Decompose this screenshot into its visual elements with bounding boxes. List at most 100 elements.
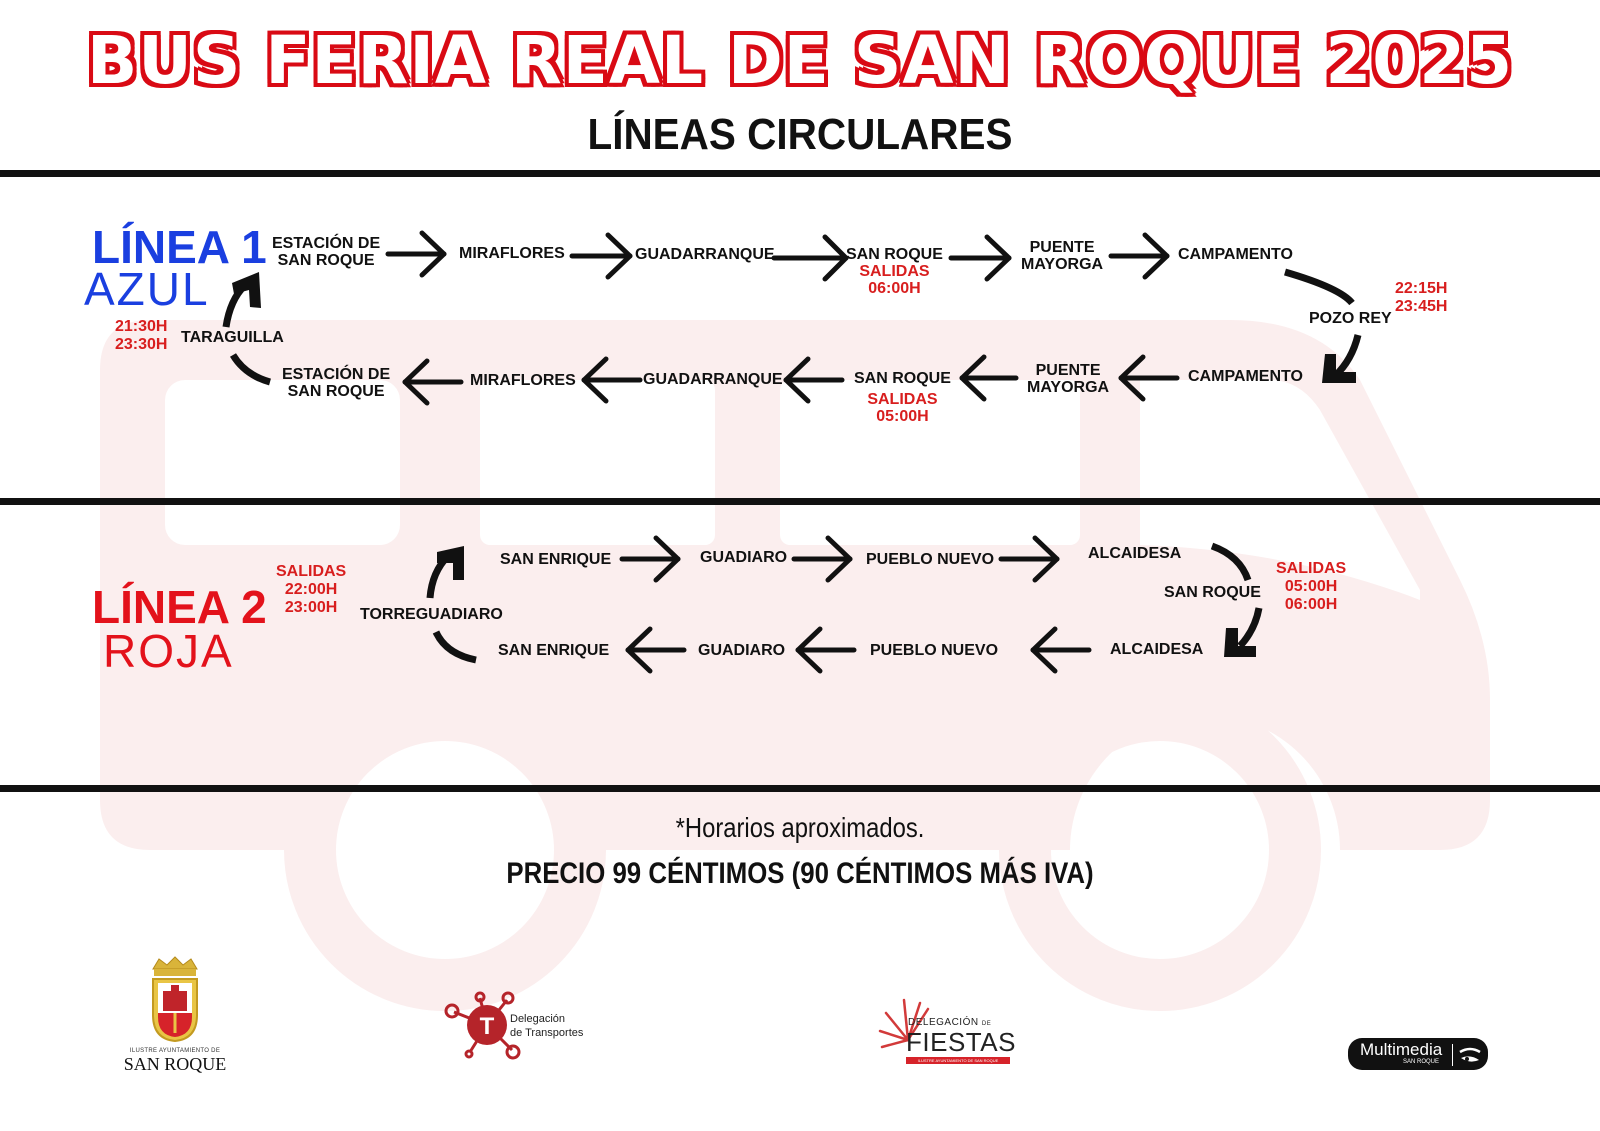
stop-name-line: ESTACIÓN DE bbox=[282, 366, 391, 383]
line2-stop-alcaidesa-out: ALCAIDESA bbox=[1088, 545, 1182, 562]
poster-title: BUS FERIA REAL DE SAN ROQUE 2025 bbox=[85, 21, 1514, 101]
line1-stop-sanroque-in: SAN ROQUE SALIDAS 05:00H bbox=[854, 370, 951, 425]
approx-times-note: *Horarios aproximados. bbox=[675, 812, 925, 843]
line1-stop-campamento-out: CAMPAMENTO bbox=[1178, 246, 1293, 263]
stop-name-line: ESTACIÓN DE bbox=[272, 235, 381, 252]
arrowhead-icon bbox=[437, 546, 464, 580]
line2-label: LÍNEA 2 bbox=[92, 581, 267, 633]
logo-text-main: FIESTAS bbox=[906, 1027, 1016, 1057]
arrow-right-icon bbox=[948, 234, 1012, 282]
logo-ayuntamiento-san-roque: ILUSTRE AYUNTAMIENTO DE SAN ROQUE bbox=[110, 955, 240, 1075]
arrow-left-icon bbox=[581, 356, 643, 404]
logo-multimedia-san-roque: Multimedia SAN ROQUE bbox=[1348, 1038, 1488, 1070]
logo-text: Delegación de Transportes bbox=[510, 1012, 583, 1040]
line1-stop-estacion-in: ESTACIÓN DE SAN ROQUE bbox=[282, 366, 390, 400]
logo-small-text: ILUSTRE AYUNTAMIENTO DE bbox=[129, 1048, 221, 1054]
poster-subtitle: LÍNEAS CIRCULARES bbox=[587, 110, 1013, 159]
time: 22:15H bbox=[1395, 280, 1448, 297]
arrow-left-icon bbox=[402, 358, 464, 406]
arrow-left-icon bbox=[959, 354, 1019, 402]
line1-stop-puente-mayorga-in: PUENTE MAYORGA bbox=[1027, 362, 1109, 396]
line1-stop-miraflores-in: MIRAFLORES bbox=[470, 372, 576, 389]
line1-stop-guadarranque-in: GUADARRANQUE bbox=[643, 371, 783, 388]
line2-stop-torreguadiaro: TORREGUADIARO bbox=[360, 606, 503, 623]
line1-stop-estacion-out: ESTACIÓN DE SAN ROQUE bbox=[272, 235, 380, 269]
arrow-right-icon bbox=[1108, 232, 1170, 280]
departure-time: 05:00H bbox=[1284, 578, 1338, 595]
line2-san-roque-salidas: SALIDAS 05:00H 06:00H bbox=[1276, 560, 1346, 614]
svg-text:T: T bbox=[480, 1013, 495, 1040]
divider-middle bbox=[0, 498, 1600, 505]
logo-sub-text: SAN ROQUE bbox=[1403, 1059, 1440, 1065]
arrow-left-icon bbox=[1030, 626, 1092, 674]
arrowhead-icon bbox=[1322, 354, 1356, 383]
line1-stop-taraguilla: TARAGUILLA bbox=[181, 329, 284, 346]
arrow-left-icon bbox=[783, 356, 845, 404]
stop-name-line: PUENTE bbox=[1029, 239, 1095, 256]
arrow-right-icon bbox=[385, 230, 447, 278]
arrow-left-icon bbox=[1118, 354, 1180, 402]
line2-stop-san-roque: SAN ROQUE bbox=[1164, 584, 1261, 601]
divider-bottom bbox=[0, 785, 1600, 792]
line1-label: LÍNEA 1 bbox=[92, 221, 267, 273]
departure-time: 23:00H bbox=[284, 599, 338, 616]
line2-stop-alcaidesa-in: ALCAIDESA bbox=[1110, 641, 1204, 658]
logo-text-small: DELEGACIÓN DE bbox=[908, 1017, 991, 1028]
stop-name-line: MAYORGA bbox=[1027, 379, 1110, 396]
line1-color-name: AZUL bbox=[84, 263, 210, 315]
fireworks-icon bbox=[878, 998, 930, 1049]
curve-arrow-icon bbox=[229, 353, 272, 386]
salidas-label: SALIDAS bbox=[867, 391, 938, 408]
time: 23:30H bbox=[115, 336, 168, 353]
arrow-left-icon bbox=[795, 626, 857, 674]
divider-top bbox=[0, 170, 1600, 177]
multimedia-logo-icon bbox=[1459, 1047, 1481, 1062]
line1-stop-puente-mayorga-out: PUENTE MAYORGA bbox=[1021, 239, 1103, 273]
arrow-right-icon bbox=[619, 535, 681, 583]
price-info: PRECIO 99 CÉNTIMOS (90 CÉNTIMOS MÁS IVA) bbox=[506, 857, 1094, 890]
arrow-right-icon bbox=[998, 535, 1060, 583]
line1-stop-miraflores-out: MIRAFLORES bbox=[459, 245, 565, 262]
line1-stop-sanroque-out: SAN ROQUE SALIDAS 06:00H bbox=[846, 246, 943, 297]
line2-stop-guadiaro-in: GUADIARO bbox=[698, 642, 786, 659]
logo-band: ILUSTRE AYUNTAMIENTO DE SAN ROQUE bbox=[906, 1057, 1010, 1064]
departure-time: 22:00H bbox=[284, 581, 338, 598]
time: 21:30H bbox=[115, 318, 168, 335]
line2-stop-pueblo-nuevo-out: PUEBLO NUEVO bbox=[866, 551, 995, 568]
curve-arrow-icon bbox=[1284, 268, 1355, 306]
line1-stop-pozo-rey: POZO REY bbox=[1309, 310, 1392, 327]
curve-arrow-icon bbox=[432, 630, 477, 664]
curve-arrow-icon bbox=[1237, 607, 1263, 649]
line2-stop-pueblo-nuevo-in: PUEBLO NUEVO bbox=[870, 642, 999, 659]
stop-name-line: SAN ROQUE bbox=[287, 383, 385, 400]
logo-delegacion-transportes: T Delegación de Transportes bbox=[442, 990, 612, 1060]
logo-main-text: Multimedia bbox=[1360, 1040, 1443, 1059]
salidas-label: SALIDAS bbox=[1276, 560, 1347, 577]
arrow-right-icon bbox=[791, 535, 853, 583]
stop-name: SAN ROQUE bbox=[846, 246, 943, 263]
logo-text-line: DELEGACIÓN bbox=[908, 1017, 979, 1028]
stop-name: SAN ROQUE bbox=[854, 370, 951, 387]
salidas-label: SALIDAS bbox=[276, 563, 347, 580]
line2-salidas: SALIDAS 22:00H 23:00H bbox=[276, 563, 346, 617]
line1-pozo-rey-times: 22:15H 23:45H bbox=[1395, 280, 1447, 316]
logo-text-de: DE bbox=[981, 1021, 992, 1027]
departure-time: 05:00H bbox=[876, 408, 929, 425]
line2-stop-guadiaro-out: GUADIARO bbox=[700, 549, 788, 566]
time: 23:45H bbox=[1395, 298, 1448, 315]
logo-separator bbox=[1452, 1044, 1453, 1066]
arrowhead-icon bbox=[1224, 628, 1256, 657]
arrow-left-icon bbox=[625, 626, 687, 674]
arrowhead-icon bbox=[232, 272, 261, 308]
coat-of-arms-icon bbox=[152, 956, 198, 1043]
departure-time: 06:00H bbox=[1284, 596, 1338, 613]
line2-color-name: ROJA bbox=[103, 625, 234, 677]
line2-stop-san-enrique-out: SAN ENRIQUE bbox=[500, 551, 612, 568]
logo-delegacion-fiestas: DELEGACIÓN DE FIESTAS ILUSTRE AYUNTAMIEN… bbox=[878, 995, 1018, 1075]
logo-text-line: Delegación bbox=[510, 1013, 566, 1025]
departure-time: 06:00H bbox=[868, 280, 921, 297]
curve-arrow-icon bbox=[1210, 542, 1252, 582]
